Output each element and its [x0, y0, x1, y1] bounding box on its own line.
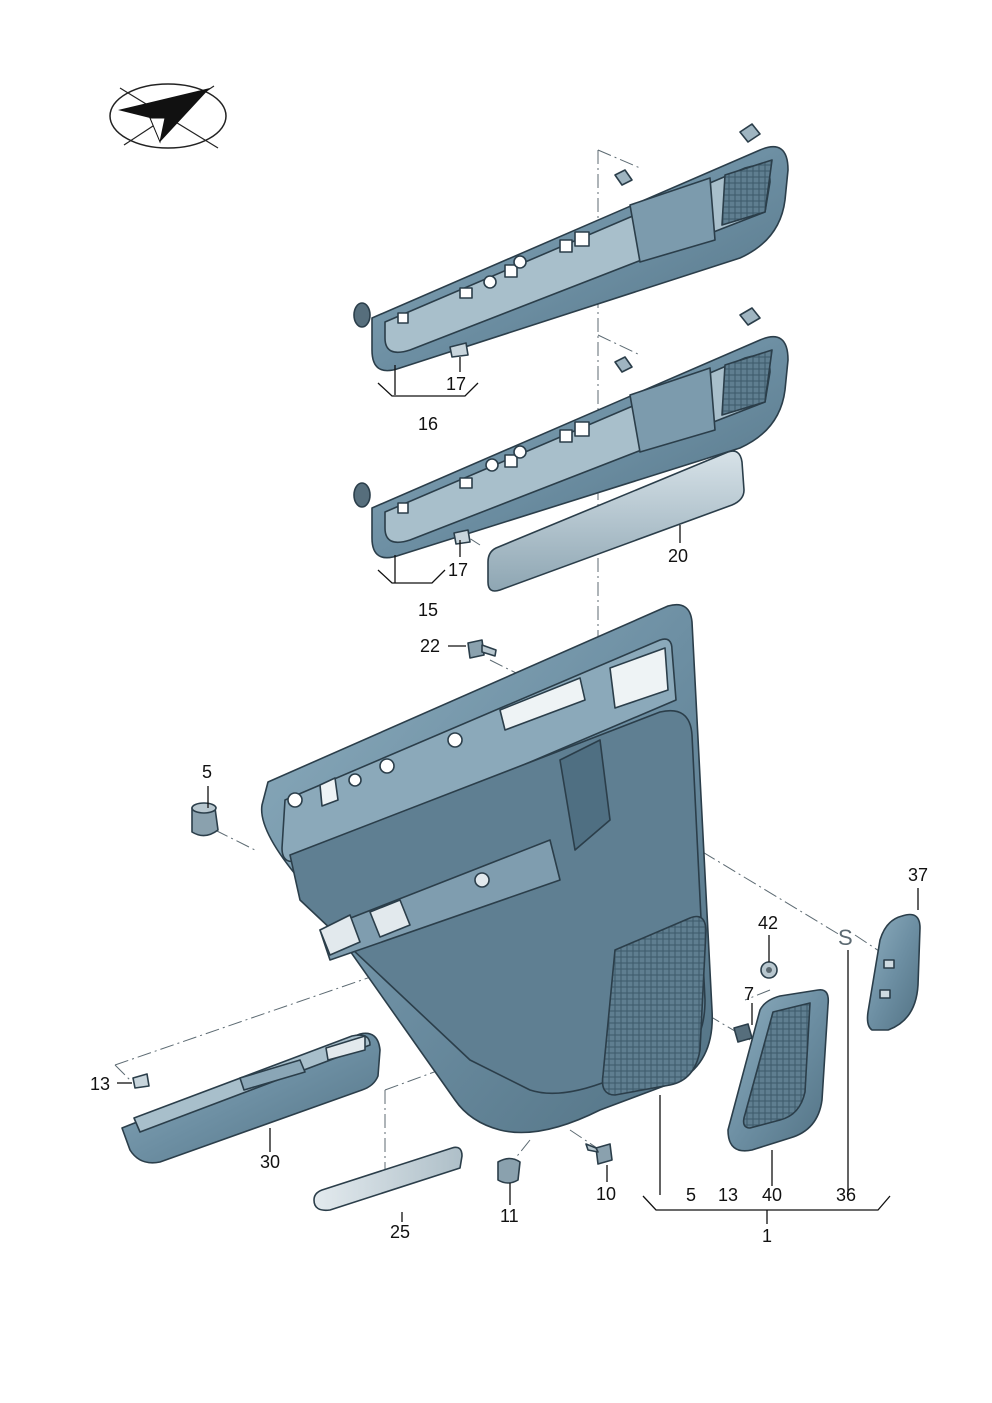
nut-42	[760, 961, 778, 979]
door-trim-panel	[260, 603, 714, 1134]
label-22: 22	[420, 636, 440, 656]
screw-22	[467, 639, 497, 659]
armrest-carrier-16	[353, 123, 789, 372]
direction-arrow-icon	[109, 83, 227, 149]
label-15: 15	[418, 600, 438, 620]
label-7: 7	[744, 984, 754, 1004]
armrest-carrier-15	[353, 307, 789, 559]
label-36: 36	[836, 1185, 856, 1205]
label-11: 11	[500, 1206, 519, 1226]
label-30: 30	[260, 1152, 280, 1172]
clip-11	[497, 1157, 521, 1184]
leader-lines	[117, 357, 919, 1224]
clip-17-upper	[449, 342, 469, 358]
speaker-grille-40	[727, 988, 830, 1152]
label-20: 20	[668, 546, 688, 566]
clip-5	[191, 802, 219, 837]
armrest-30	[121, 1032, 381, 1164]
label-10: 10	[596, 1184, 616, 1204]
s-marker: S	[838, 925, 853, 950]
clip-13	[132, 1073, 150, 1089]
label-17-lower: 17	[448, 560, 468, 580]
label-1: 1	[762, 1226, 772, 1246]
label-13-bottom: 13	[718, 1185, 738, 1205]
clip-17-lower	[453, 529, 471, 545]
bracket-37	[866, 913, 921, 1031]
callout-labels: 17 16 20 17 15 22 5 37 42 S 7 13 30 10 5…	[90, 374, 928, 1246]
trim-strip-25	[313, 1146, 463, 1212]
label-5-bottom: 5	[686, 1185, 696, 1205]
label-40: 40	[762, 1185, 782, 1205]
label-13-left: 13	[90, 1074, 110, 1094]
screw-10	[585, 1143, 613, 1165]
screw-7	[733, 1023, 753, 1043]
label-5-top: 5	[202, 762, 212, 782]
label-25: 25	[390, 1222, 410, 1242]
label-37: 37	[908, 865, 928, 885]
trim-strip-20	[487, 450, 745, 592]
label-16: 16	[418, 414, 438, 434]
label-42: 42	[758, 913, 778, 933]
label-17-upper: 17	[446, 374, 466, 394]
